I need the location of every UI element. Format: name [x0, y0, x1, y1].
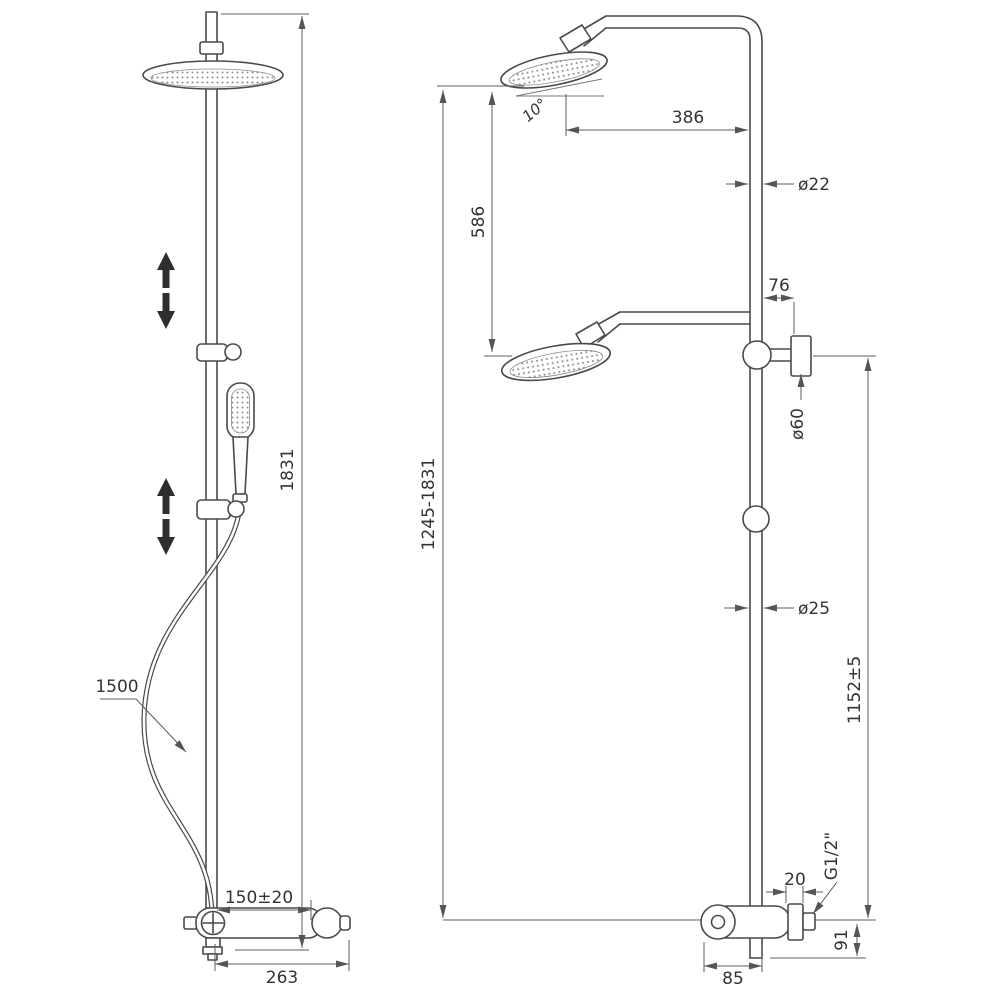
- dim-label-o25: ø25: [798, 599, 830, 619]
- dimension-valve-offset: 150±20: [217, 888, 312, 920]
- dimension-bottom-pipe-diameter: ø25: [724, 599, 830, 619]
- slider-clamp-upper: [196, 343, 242, 362]
- dimension-top-pipe-diameter: ø22: [726, 175, 830, 195]
- dim-label-1500: 1500: [95, 677, 138, 697]
- dimension-valve-height: 1152±5: [812, 355, 876, 921]
- wall-bracket: [742, 335, 812, 377]
- dimension-arm-length: 386: [565, 94, 748, 136]
- dimension-escutcheon-diameter: ø60: [788, 374, 808, 440]
- dimension-total-height: 1831: [221, 13, 309, 951]
- riser-pipe-side: [205, 11, 218, 909]
- pipe-joint-connector: [742, 505, 770, 533]
- lower-shower-arm: [575, 311, 751, 349]
- dimension-spout-drop: 91: [770, 924, 866, 959]
- dim-label-1245-1831: 1245-1831: [419, 458, 439, 551]
- dim-label-1152: 1152±5: [845, 656, 865, 724]
- dimension-valve-width: 263: [214, 940, 350, 988]
- dim-label-150-20: 150±20: [225, 888, 293, 908]
- slide-direction-arrows-icon: [157, 252, 175, 555]
- dimension-adjustable-height: 1245-1831: [419, 90, 702, 921]
- dimension-wall-plate: 20: [766, 870, 823, 903]
- right-view: 10° 386 ø22 586: [419, 15, 876, 989]
- left-view: 1831 1500 150±20 263: [95, 11, 351, 988]
- dim-label-85: 85: [722, 969, 744, 989]
- dimension-thread-size: G1/2": [812, 832, 842, 915]
- dim-label-20: 20: [784, 870, 806, 890]
- overhead-shower-side: [142, 60, 284, 90]
- lower-shower-head-front: [500, 342, 612, 382]
- slider-clamp-lower: [196, 499, 245, 520]
- dim-label-o60: ø60: [788, 408, 808, 440]
- dim-label-386: 386: [672, 108, 704, 128]
- head-connector-nut: [199, 41, 224, 55]
- shower-hose: [141, 501, 243, 923]
- dimension-bracket-offset: 76: [764, 276, 795, 334]
- dim-label-o22: ø22: [798, 175, 830, 195]
- dim-label-g12: G1/2": [822, 832, 842, 880]
- dim-label-76: 76: [768, 276, 790, 296]
- dimension-hose-length: 1500: [95, 677, 187, 753]
- dim-label-10deg: 10°: [519, 95, 551, 126]
- dimension-head-drop: 586: [437, 85, 524, 357]
- mixer-valve-side: [183, 907, 351, 961]
- dim-label-263: 263: [266, 968, 298, 988]
- dimension-valve-offset-front: 85: [703, 942, 763, 989]
- riser-pipe-front: [559, 15, 763, 959]
- overhead-shower-front: [500, 51, 608, 89]
- mixer-valve-front: [700, 903, 816, 941]
- dim-label-1831: 1831: [278, 448, 298, 491]
- dim-label-91: 91: [832, 929, 852, 951]
- hand-shower: [226, 382, 255, 503]
- dim-label-586: 586: [469, 206, 489, 238]
